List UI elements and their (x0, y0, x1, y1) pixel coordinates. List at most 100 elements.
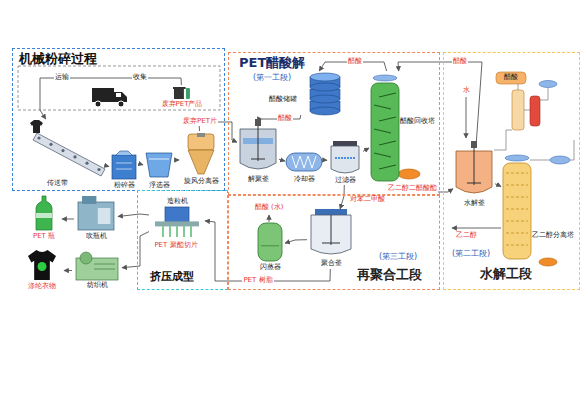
drawing-part (467, 148, 481, 185)
drawing-part (503, 163, 531, 259)
equipment-node: 粉碎器 (109, 149, 139, 191)
drawing-part (116, 151, 132, 155)
drawing-part (261, 245, 279, 246)
section-title: 再聚合工段 (357, 268, 422, 283)
flow-arrow (118, 214, 149, 217)
drawing-part (310, 95, 340, 103)
drawing-part (149, 159, 169, 160)
stream-label: PET 树脂 (242, 277, 273, 285)
belt-icon (29, 119, 107, 189)
drawing-part (118, 101, 124, 107)
drawing-part (49, 143, 52, 146)
equipment-label: 醋酸储罐 (269, 95, 297, 103)
section-title: 水解工段 (480, 267, 532, 282)
drawing-part (310, 73, 340, 81)
drawing-part (33, 133, 105, 176)
tank-icon (267, 71, 343, 115)
flow-arrow (323, 160, 327, 161)
drawing-part (530, 96, 540, 126)
drawing-part (505, 155, 529, 161)
equipment-label: 聚合釜 (321, 259, 342, 267)
drawing-part (331, 146, 359, 173)
equipment-label: 传送带 (47, 179, 68, 187)
equipment-node: 旋风分离器 (179, 131, 223, 187)
section-title: 机械粉碎过程 (19, 52, 97, 67)
equipment-node: 过滤器 (327, 139, 363, 185)
drawing-part (466, 97, 467, 138)
equipment-node: 聚合釜 (307, 209, 355, 269)
flow-arrow (279, 159, 285, 161)
equipment-node: 造粒机 (149, 195, 205, 241)
equipment-node: 醋酸回收塔 (369, 71, 437, 185)
flow-arrow (64, 270, 72, 271)
drawing-part (173, 87, 186, 89)
drawing-part (38, 262, 47, 271)
drawing-part (333, 141, 357, 146)
drawing-part (506, 185, 528, 186)
drawing-part (95, 101, 101, 107)
equipment-node: 解聚釜 (237, 119, 279, 185)
drawing-part (311, 215, 351, 254)
drawing-part (186, 88, 190, 99)
drawing-part (78, 202, 114, 230)
equipment-label: 废弃PET产品 (162, 100, 203, 108)
equipment-node: 纺织机 (72, 250, 122, 290)
drawing-part (82, 196, 96, 204)
stream-label: 废弃PET片 (182, 118, 218, 126)
stream-label: PET 聚酯切片 (153, 242, 198, 250)
reactor2-icon (453, 141, 495, 209)
equipment-label: 浮选器 (149, 181, 170, 189)
drawing-part (116, 93, 121, 97)
equipment-label: 涤纶衣物 (28, 282, 56, 290)
drawing-part (398, 169, 420, 179)
drawing-part (188, 150, 214, 174)
drawing-part (452, 228, 501, 229)
section-panel: (第三工段)再聚合工段闪蒸器聚合釜 (228, 195, 440, 290)
equipment-node: 水解釜 (453, 141, 495, 209)
equipment-label: 粉碎器 (114, 181, 135, 189)
drawing-part (255, 119, 261, 126)
drawing-part (112, 155, 136, 179)
drawing-part (539, 81, 557, 88)
equipment-label: 过滤器 (335, 176, 356, 184)
note-label: 乙二醇 (455, 232, 478, 240)
flow-arrow (139, 164, 143, 166)
equipment-node: 传送带 (29, 119, 107, 189)
stream-label: 醋酸 (452, 58, 468, 66)
drawing-part (373, 75, 397, 81)
drawing-part (169, 226, 170, 237)
section-title: (第一工段) (253, 73, 291, 82)
equipment-label: 造粒机 (167, 197, 188, 205)
drawing-part (292, 156, 316, 168)
drawing-part (28, 250, 56, 280)
flow-arrow (62, 219, 74, 220)
section-title: 挤压成型 (150, 271, 194, 284)
drawing-part (30, 120, 43, 133)
equipment-label: 旋风分离器 (184, 177, 219, 185)
equipment-node: 冷却器 (285, 147, 323, 185)
drawing-part (322, 215, 340, 245)
drawing-part (155, 221, 199, 226)
drawing-part (61, 149, 64, 152)
flow-arrow (363, 148, 369, 152)
equipment-node: 吹瓶机 (74, 196, 118, 242)
flow-arrow (285, 240, 307, 244)
equipment-node: 浮选器 (143, 149, 175, 191)
drawing-part (165, 207, 189, 221)
drawing-part (92, 88, 114, 102)
equipment-label: PET 瓶 (33, 232, 55, 240)
drawing-part (379, 93, 396, 97)
drawing-part (496, 72, 526, 84)
note-label: 收集 (132, 74, 148, 82)
equipment-node: PET 瓶 (26, 196, 62, 242)
drawing-part (92, 88, 127, 107)
equipment-label: 解聚釜 (248, 175, 269, 183)
equipment-node: 闪蒸器 (255, 223, 285, 273)
stream-label: 乙二醇二醋酸酯 (387, 185, 438, 193)
drawing-part (190, 226, 191, 237)
drawing-part (506, 173, 528, 174)
flow-arrow (262, 115, 301, 119)
drawing-part (116, 163, 132, 169)
flow-arrow (409, 185, 453, 192)
drawing-part (197, 133, 205, 137)
